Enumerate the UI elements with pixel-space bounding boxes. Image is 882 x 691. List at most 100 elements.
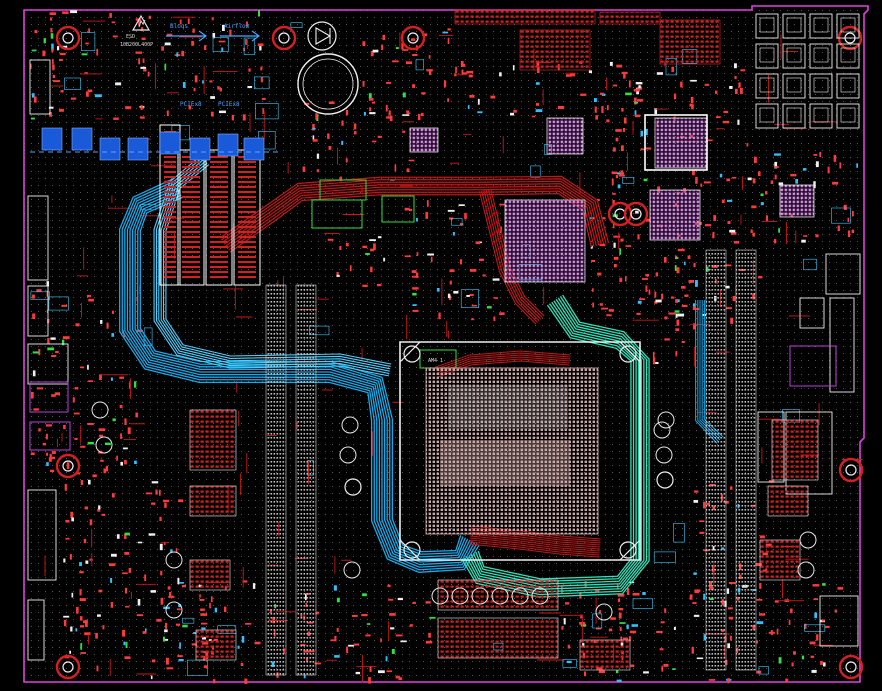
- courtyard-outline: [803, 258, 817, 271]
- smd-pad: [103, 468, 107, 474]
- bus-trace: [126, 185, 473, 566]
- smd-pad: [713, 215, 717, 221]
- smd-pad: [353, 123, 357, 130]
- smd-pad: [165, 657, 169, 665]
- smd-pad: [135, 412, 139, 418]
- smd-pad: [79, 598, 86, 602]
- smd-pad: [675, 313, 678, 318]
- bus-trace: [160, 160, 391, 370]
- smd-pad: [42, 443, 47, 446]
- smd-pad: [165, 622, 168, 629]
- smd-pad: [211, 17, 214, 21]
- smd-pad: [430, 256, 433, 263]
- smd-pad: [747, 177, 752, 181]
- smd-pad: [218, 40, 226, 43]
- smd-pad: [639, 298, 645, 301]
- smd-pad: [210, 96, 215, 99]
- smd-pad: [385, 104, 388, 112]
- pcie-pin-row: [182, 236, 200, 238]
- pcie-pin-row: [210, 156, 228, 158]
- smd-pad: [597, 272, 602, 276]
- smd-pad: [60, 90, 64, 93]
- smd-pad: [110, 377, 113, 381]
- capacitor-can: [165, 551, 183, 569]
- smd-pad: [411, 275, 419, 278]
- smd-pad: [724, 264, 732, 267]
- io-connector-inner: [786, 77, 802, 93]
- pcie-pin-row: [182, 171, 200, 173]
- smd-pad: [694, 490, 699, 493]
- smd-pad: [758, 276, 763, 279]
- smd-pad: [778, 182, 784, 186]
- cpu-socket-label: AM4 1: [428, 358, 443, 364]
- smd-pad: [248, 68, 251, 72]
- smd-pad: [124, 533, 127, 539]
- smd-pad: [201, 627, 206, 630]
- smd-pad: [815, 234, 819, 238]
- smd-pad: [47, 338, 50, 344]
- smd-pad: [595, 627, 602, 630]
- smd-pad: [88, 28, 90, 33]
- pcie-pin-row: [210, 271, 228, 273]
- smd-pad: [191, 40, 195, 46]
- smd-pad: [50, 27, 53, 33]
- smd-pad: [774, 600, 779, 603]
- smd-pad: [630, 664, 635, 667]
- smd-pad: [175, 623, 181, 626]
- smd-pad: [847, 217, 850, 223]
- smd-pad: [49, 17, 52, 21]
- smd-pad: [759, 613, 766, 616]
- esd-warning-icon: [131, 14, 151, 31]
- smd-pad: [482, 274, 486, 277]
- bus-trace: [481, 190, 538, 323]
- pcie-slot: [159, 124, 181, 286]
- smd-pad: [447, 293, 451, 299]
- smd-pad: [612, 200, 615, 205]
- smd-pad: [406, 112, 411, 115]
- smd-pad: [167, 586, 171, 590]
- smd-pad: [336, 597, 340, 603]
- smd-pad: [580, 93, 587, 96]
- mounting-hole-inner: [845, 661, 857, 673]
- courtyard-outline: [182, 617, 195, 624]
- smd-pad: [164, 42, 171, 46]
- smd-pad: [486, 306, 492, 309]
- smd-pad: [112, 35, 118, 38]
- smd-pad: [617, 598, 621, 603]
- smd-pad: [725, 307, 732, 310]
- smd-pad: [447, 209, 455, 212]
- capacitor-block: [127, 137, 149, 161]
- socket-mount-hole: [656, 471, 674, 489]
- header-connector: [27, 343, 69, 385]
- courtyard-outline: [48, 296, 69, 311]
- smd-pad: [612, 221, 615, 229]
- smd-pad: [79, 589, 82, 596]
- smd-pad: [613, 242, 616, 248]
- pcie-pin-row: [164, 266, 176, 268]
- smd-pad: [727, 678, 730, 684]
- smd-pad: [79, 562, 82, 567]
- courtyard-outline: [592, 613, 603, 629]
- pcie-pin-row: [164, 171, 176, 173]
- smd-pad: [656, 631, 663, 634]
- pcie-pin-row: [164, 221, 176, 223]
- smd-pad: [765, 215, 768, 222]
- smd-pad: [443, 80, 447, 88]
- smd-pad: [815, 161, 819, 168]
- bus-trace: [436, 354, 571, 372]
- smd-pad: [673, 626, 676, 630]
- smd-pad: [402, 114, 409, 116]
- smd-pad: [219, 110, 226, 114]
- diode-icon: [307, 21, 337, 51]
- smd-pad: [804, 623, 807, 629]
- smd-pad: [479, 258, 484, 261]
- pcie-pin-row: [210, 256, 228, 258]
- smd-pad: [461, 63, 466, 67]
- smd-pad: [69, 554, 72, 560]
- pcie-pin-row: [164, 211, 176, 213]
- smd-pad: [164, 63, 167, 71]
- smd-pad: [816, 634, 819, 641]
- smd-pad: [601, 217, 606, 220]
- smd-pad: [695, 280, 698, 287]
